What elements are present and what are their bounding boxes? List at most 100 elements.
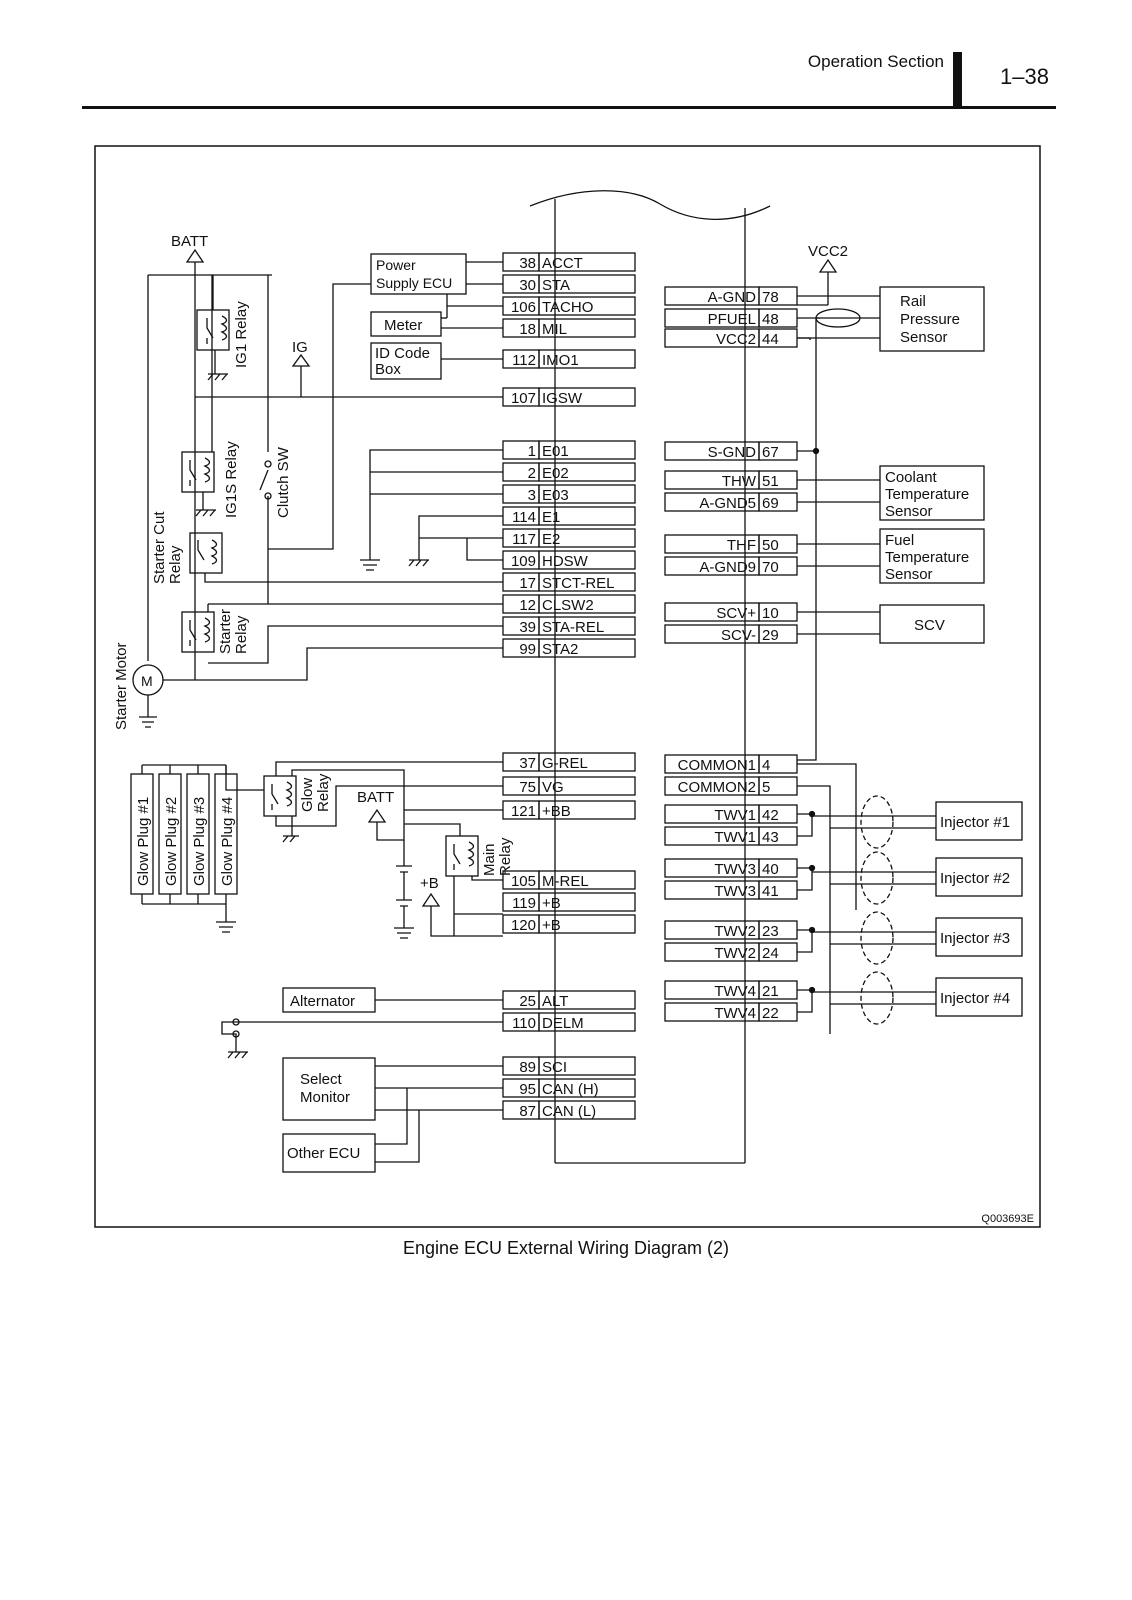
pin-number: 3: [528, 487, 536, 504]
pin-name-box: [538, 506, 636, 526]
pin-number: 1: [528, 443, 536, 460]
pin-name-box: [538, 594, 636, 614]
pin-number: 121: [511, 803, 536, 820]
main-relay: [445, 835, 479, 877]
pin-name-box: [538, 440, 636, 460]
pin-name-box: [538, 318, 636, 338]
injector-box: [935, 857, 1023, 897]
main-relay-coil: [467, 841, 475, 867]
pin-name-box: [538, 1100, 636, 1120]
pin-name: TWV3: [714, 883, 756, 900]
plus-b-label: +B: [420, 875, 439, 892]
pin-name: MIL: [542, 321, 567, 338]
pin-name: THF: [727, 537, 756, 554]
pin-name: CAN (L): [542, 1103, 596, 1120]
page-number: 1–38: [1000, 64, 1049, 89]
coolant-sensor-label-2: Temperature: [885, 486, 969, 503]
fuel-sensor-label-2: Temperature: [885, 549, 969, 566]
pin-name: CLSW2: [542, 597, 594, 614]
starter-cut-relay-coil: [210, 539, 218, 565]
ecu-pin-left: 110 DELM: [502, 1012, 636, 1032]
pin-name: PFUEL: [708, 311, 756, 328]
pin-name: M-REL: [542, 873, 589, 890]
wire-stct-rel: [204, 573, 503, 583]
other-ecu-box: [282, 1133, 376, 1173]
glow-relay-switch: [271, 784, 279, 810]
pin-name-box: [538, 1078, 636, 1098]
pin-name: STA2: [542, 641, 578, 658]
vcc2-label: VCC2: [808, 243, 848, 260]
injector-junction: [808, 926, 816, 934]
coolant-wires: [797, 479, 880, 503]
delm-contact-2: [232, 1030, 240, 1038]
pin-name-box: [538, 800, 636, 820]
rail-pressure-sensor: [879, 286, 985, 352]
glow-relay-label-2: Relay: [315, 773, 332, 812]
pin-number: 39: [519, 619, 536, 636]
pin-name: TWV1: [714, 829, 756, 846]
pin-number: 109: [511, 553, 536, 570]
vcc2-wire: [797, 272, 829, 340]
delm-contact-1: [232, 1018, 240, 1026]
scv-box: [879, 604, 985, 644]
injector-pin-join: [797, 929, 813, 953]
id-code-box: [370, 342, 442, 380]
pin-number: 69: [762, 495, 779, 512]
wire-can-h: [375, 1087, 503, 1145]
pin-number: 4: [762, 757, 770, 774]
ig-terminal: [291, 353, 311, 367]
pin-name: STA-REL: [542, 619, 604, 636]
pin-name: COMMON1: [678, 757, 756, 774]
batt-label-2: BATT: [357, 789, 394, 806]
wire-psecu-left: [268, 283, 371, 550]
injector-junction: [808, 986, 816, 994]
glow-relay: [263, 775, 297, 817]
batt2-terminal: [367, 808, 387, 823]
pin-number: 48: [762, 311, 779, 328]
pin-name: DELM: [542, 1015, 584, 1032]
pin-name: COMMON2: [678, 779, 756, 796]
starter-relay-switch: [189, 620, 197, 646]
ig1s-ground: [195, 492, 216, 517]
ecu-pin-left: 120+B: [502, 914, 636, 934]
pin-number: 22: [762, 1005, 779, 1022]
pin-number: 2: [528, 465, 536, 482]
injector-label: Injector #3: [940, 930, 1010, 947]
pin-name-box: [538, 638, 636, 658]
id-code-box-label-2: Box: [375, 361, 401, 378]
pin-number: 110: [512, 1015, 536, 1032]
pin-name-box: [538, 387, 636, 407]
pin-name-box: [538, 616, 636, 636]
pin-name: TWV1: [714, 807, 756, 824]
power-supply-ecu-label-2: Supply ECU: [376, 275, 452, 291]
coolant-sensor: [879, 465, 985, 521]
pin-name: TWV4: [714, 983, 756, 1000]
rail-sensor-wires: [797, 295, 880, 339]
glow-plug-label: Glow Plug #3: [191, 797, 208, 886]
pin-number: 70: [762, 559, 779, 576]
pin-number: 17: [519, 575, 536, 592]
starter-motor-label: Starter Motor: [113, 642, 130, 730]
pin-number: 120: [511, 917, 536, 934]
glow-plug-bus-bottom: [142, 903, 236, 933]
pin-name-box: [538, 252, 636, 272]
injector-shield: [860, 795, 894, 849]
page-header: Operation Section 1–38: [0, 0, 1132, 112]
pin-name-box: [538, 870, 636, 890]
pin-name: VG: [542, 779, 564, 796]
pin-name-box: [538, 572, 636, 592]
rail-pressure-sensor-label-1: Rail: [900, 293, 926, 310]
pin-number: 12: [519, 597, 536, 614]
pin-name-box: [538, 462, 636, 482]
pin-number: 50: [762, 537, 779, 554]
